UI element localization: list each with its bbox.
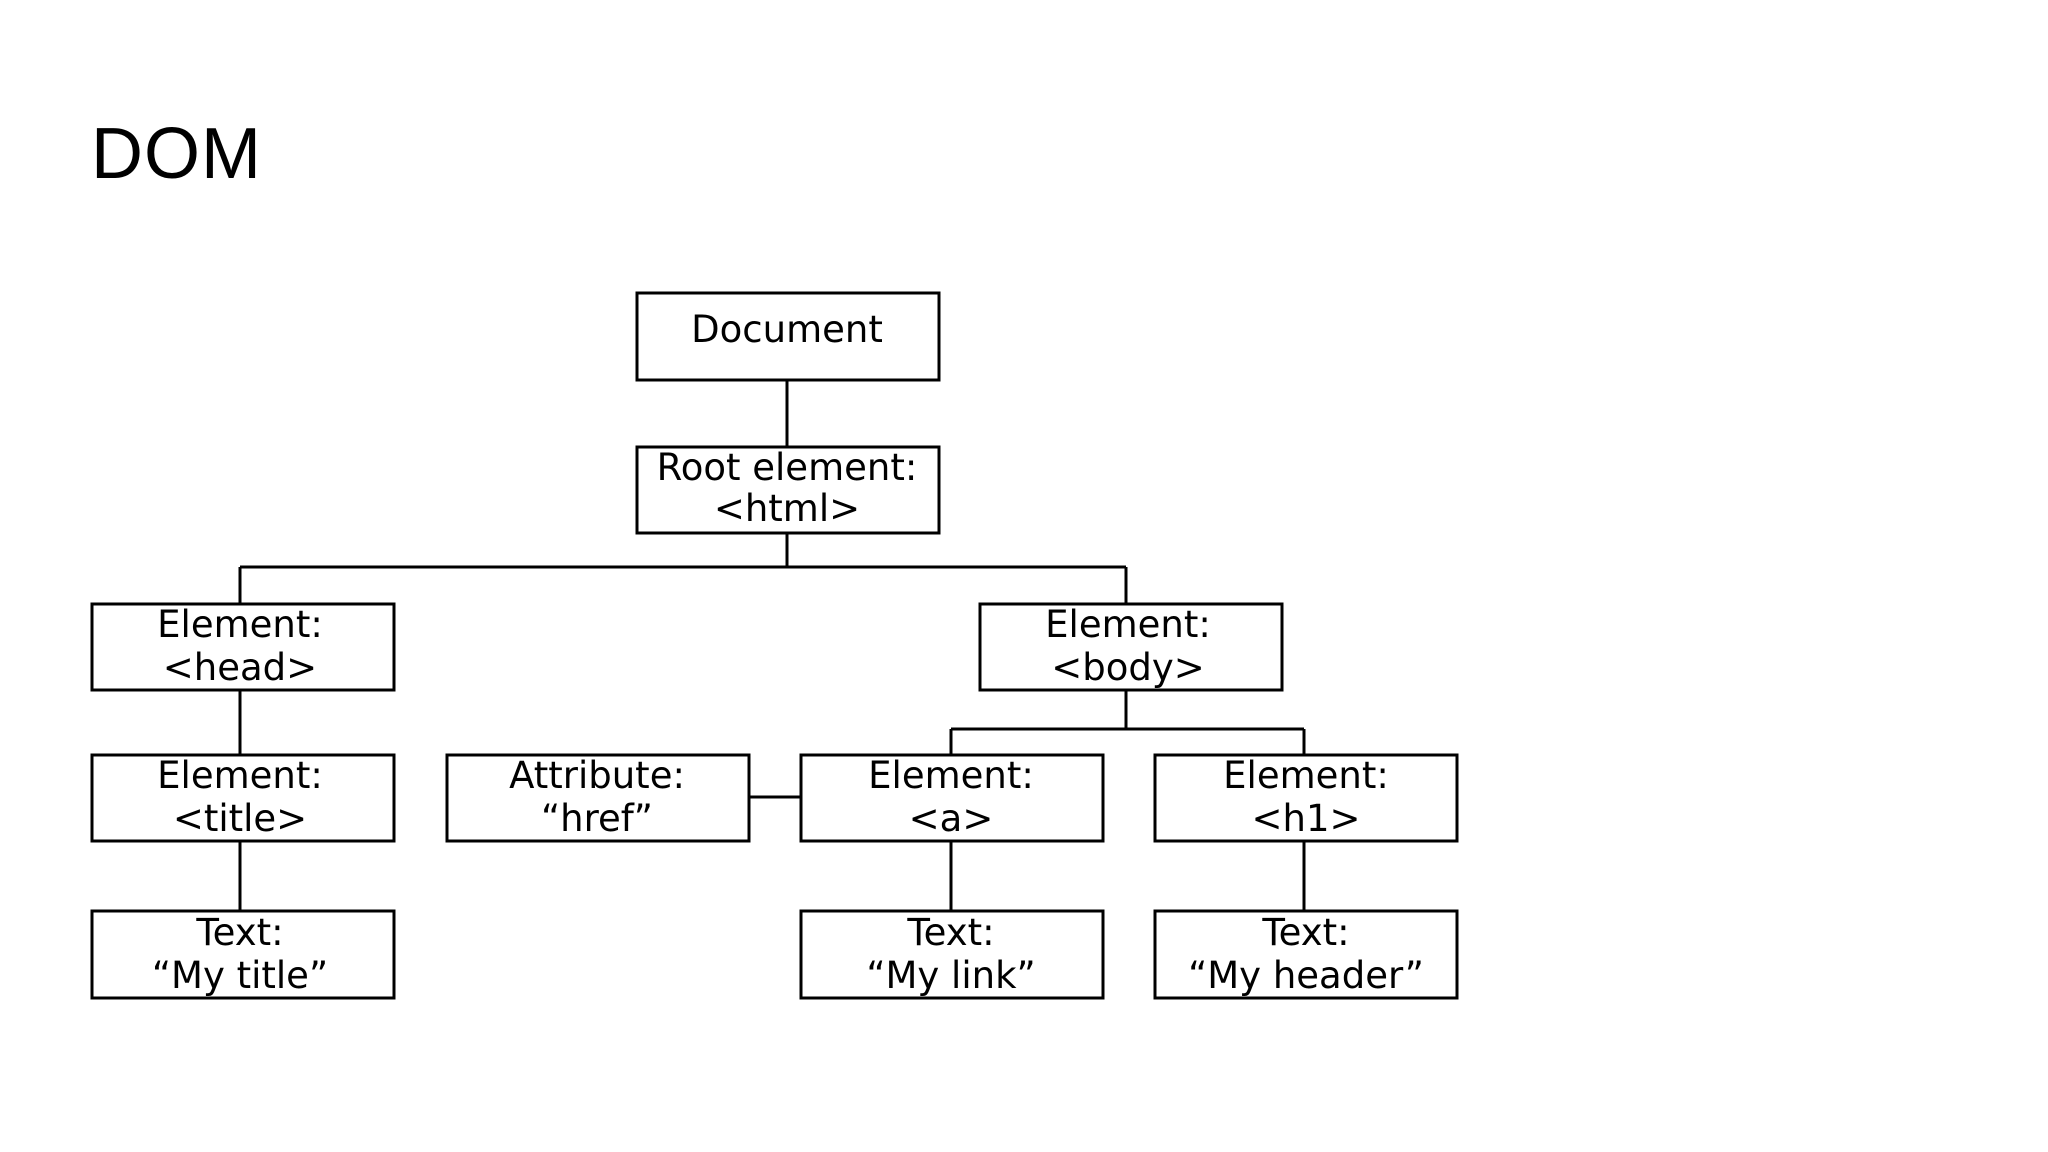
node-title-text-label-2: “My title” bbox=[152, 954, 328, 997]
node-html-label-2: <html> bbox=[714, 487, 860, 530]
node-header-text: Text: “My header” bbox=[1153, 909, 1459, 1000]
node-a-element: Element: <a> bbox=[799, 753, 1105, 843]
node-head-label-1: Element: bbox=[157, 603, 323, 646]
connector-body-children bbox=[949, 690, 1306, 755]
slide-title: DOM bbox=[91, 114, 262, 194]
node-href-attribute: Attribute: “href” bbox=[445, 753, 751, 843]
node-title-text: Text: “My title” bbox=[90, 909, 396, 1000]
node-header-text-label-1: Text: bbox=[1261, 911, 1349, 954]
node-head-element: Element: <head> bbox=[90, 602, 396, 692]
node-title-label-1: Element: bbox=[157, 754, 323, 797]
node-h1-label-2: <h1> bbox=[1252, 797, 1361, 840]
node-h1-label-1: Element: bbox=[1223, 754, 1389, 797]
node-header-text-label-2: “My header” bbox=[1188, 954, 1424, 997]
node-title-label-2: <title> bbox=[173, 797, 307, 840]
node-title-text-label-1: Text: bbox=[195, 911, 283, 954]
node-body-label-1: Element: bbox=[1045, 603, 1211, 646]
node-document-label: Document bbox=[691, 308, 883, 351]
node-body-element: Element: <body> bbox=[978, 602, 1284, 692]
node-a-label-1: Element: bbox=[868, 754, 1034, 797]
node-h1-element: Element: <h1> bbox=[1153, 753, 1459, 843]
node-html-label-1: Root element: bbox=[657, 446, 918, 489]
node-href-label-1: Attribute: bbox=[509, 754, 685, 797]
connector-html-children bbox=[238, 533, 1128, 604]
node-link-text-label-1: Text: bbox=[906, 911, 994, 954]
node-html-root-element: Root element: <html> bbox=[635, 445, 941, 535]
node-document: Document bbox=[635, 291, 941, 382]
connectors bbox=[238, 380, 1306, 911]
node-title-element: Element: <title> bbox=[90, 753, 396, 843]
node-body-label-2: <body> bbox=[1051, 646, 1205, 689]
node-link-text: Text: “My link” bbox=[799, 909, 1105, 1000]
node-link-text-label-2: “My link” bbox=[866, 954, 1035, 997]
node-href-label-2: “href” bbox=[541, 797, 653, 840]
node-a-label-2: <a> bbox=[909, 797, 994, 840]
node-head-label-2: <head> bbox=[163, 646, 317, 689]
